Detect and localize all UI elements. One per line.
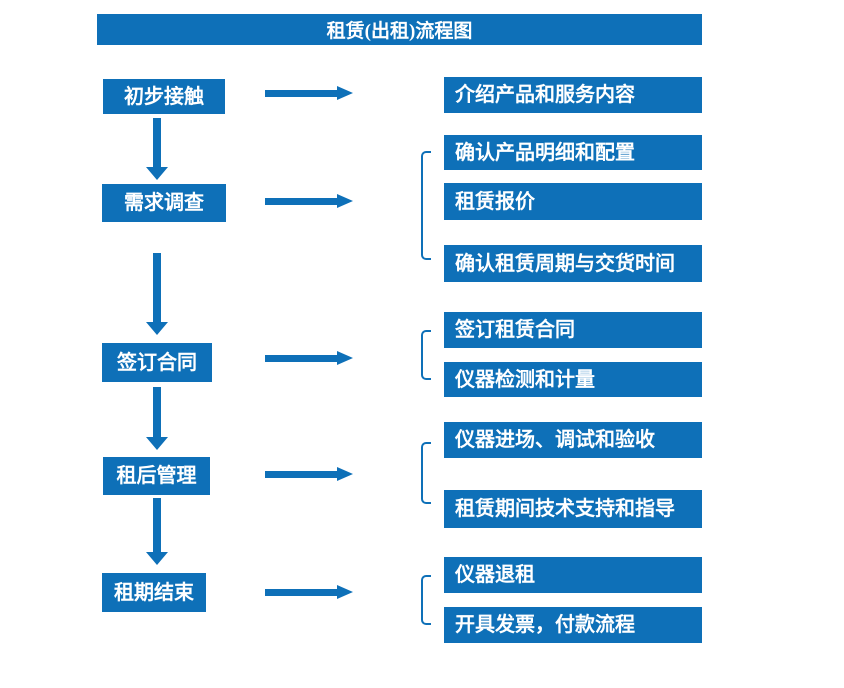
right-arrow-icon [265,194,353,208]
detail-box: 开具发票，付款流程 [444,607,702,643]
detail-box: 仪器进场、调试和验收 [444,422,702,458]
detail-box: 确认租赁周期与交货时间 [444,245,702,282]
right-arrow-icon [265,351,353,365]
detail-box: 仪器退租 [444,557,702,593]
detail-box: 租赁报价 [444,183,702,220]
detail-box: 租赁期间技术支持和指导 [444,490,702,528]
down-arrow-icon [146,498,168,565]
detail-box: 仪器检测和计量 [444,362,702,397]
down-arrow-icon [146,118,168,180]
detail-box: 确认产品明细和配置 [444,135,702,170]
right-arrow-icon [265,86,353,100]
group-bracket [421,330,431,380]
down-arrow-icon [146,253,168,335]
right-arrow-icon [265,585,353,599]
flowchart-title: 租赁(出租)流程图 [97,14,702,45]
right-arrow-icon [265,467,353,481]
group-bracket [421,442,431,504]
step-box-demand-survey: 需求调查 [102,184,226,222]
detail-box: 签订租赁合同 [444,312,702,348]
group-bracket [421,575,431,625]
group-bracket [421,151,431,260]
detail-box: 介绍产品和服务内容 [444,77,702,113]
down-arrow-icon [146,387,168,450]
step-box-rental-period-end: 租期结束 [102,573,206,612]
step-box-initial-contact: 初步接触 [103,79,225,114]
step-box-post-rental-management: 租后管理 [103,457,210,495]
step-box-sign-contract: 签订合同 [102,343,212,382]
